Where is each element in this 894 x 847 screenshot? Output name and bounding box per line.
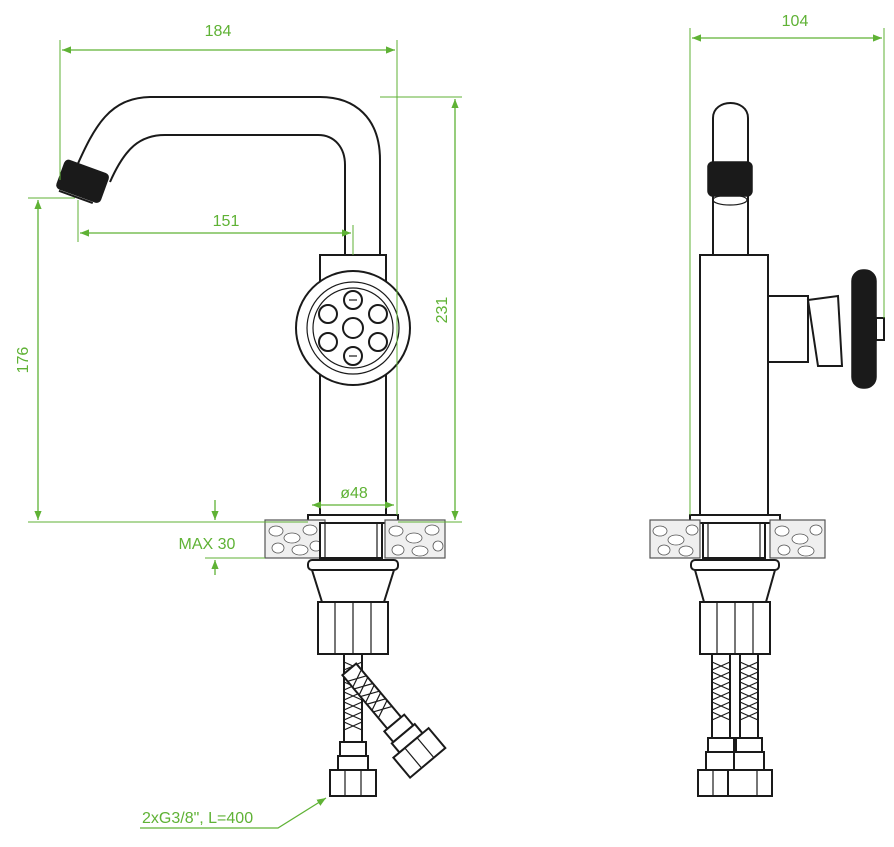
- side-view: [649, 102, 885, 797]
- mounting-washer: [307, 559, 399, 571]
- dim-label-184: 184: [205, 23, 232, 40]
- aerator: [56, 159, 109, 205]
- front-dimensions: 184 151 176 231 ø48 MAX 30 2xG3/8", L=40…: [15, 23, 462, 829]
- handle-wheel: [295, 270, 411, 386]
- hose-spec-leader: [140, 797, 327, 829]
- side-mounting-washer: [690, 559, 780, 571]
- shank: [319, 522, 383, 559]
- side-mounting-nut-cone: [693, 569, 777, 603]
- dim-label-151: 151: [213, 213, 240, 230]
- front-view: [56, 96, 447, 797]
- side-dimensions: 104: [689, 13, 885, 515]
- supply-hoses-side: [697, 653, 773, 797]
- dim-label-max30: MAX 30: [179, 536, 236, 553]
- side-aerator: [707, 161, 753, 197]
- dim-label-hose-spec: 2xG3/8", L=400: [142, 810, 253, 827]
- countertop-front: [264, 519, 446, 559]
- dim-label-d48: ø48: [340, 485, 368, 502]
- dim-label-176: 176: [15, 347, 32, 374]
- side-handle-wheel: [851, 269, 877, 389]
- side-base-flange: [689, 514, 781, 524]
- spout-inner-curve: [109, 134, 346, 255]
- spout-outer-curve: [75, 96, 381, 255]
- side-shank: [702, 522, 766, 559]
- supply-hoses-front: [329, 653, 447, 797]
- countertop-side: [649, 519, 826, 559]
- side-body: [699, 254, 769, 516]
- dim-label-231: 231: [434, 297, 451, 324]
- dim-label-104: 104: [782, 13, 809, 30]
- mounting-nut-cone: [310, 569, 396, 603]
- side-handle-stem: [767, 295, 809, 363]
